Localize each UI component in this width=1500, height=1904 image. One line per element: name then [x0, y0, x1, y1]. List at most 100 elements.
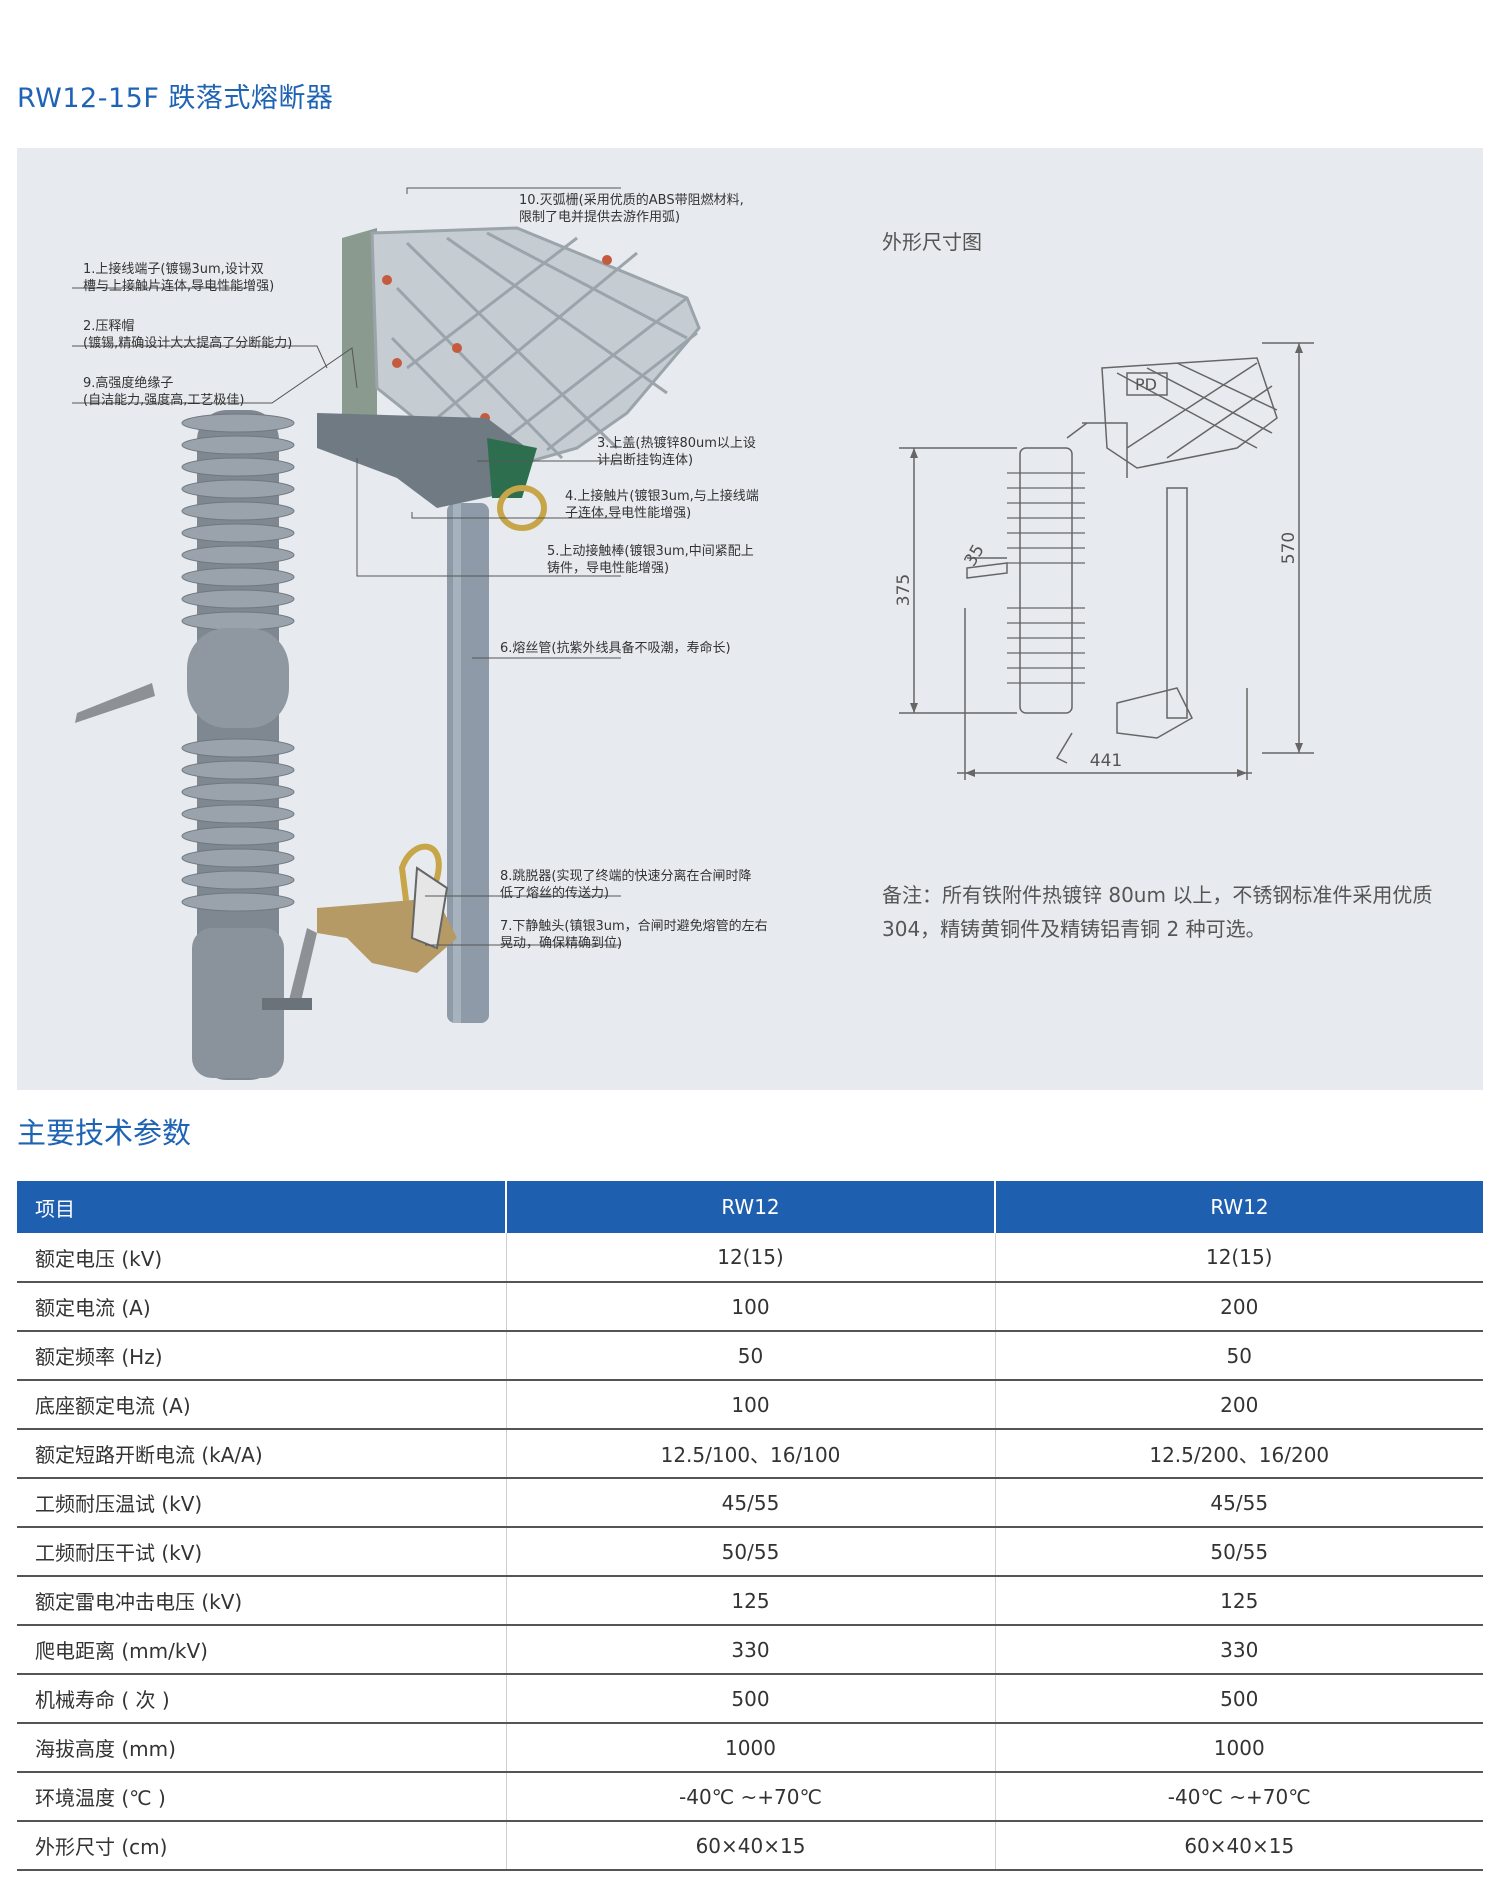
callout-contact-rod: 5.上动接触棒(镀银3um,中间紧配上 铸件，导电性能增强) — [547, 544, 754, 576]
param-value: 125 — [506, 1576, 996, 1626]
spec-table: 项目 RW12 RW12 额定电压 (kV)12(15)12(15)额定电流 (… — [17, 1181, 1483, 1871]
table-row: 环境温度 (℃ )-40℃ ~+70℃-40℃ ~+70℃ — [17, 1772, 1483, 1822]
insulator-shed — [181, 760, 295, 780]
param-label: 海拔高度 (mm) — [17, 1723, 507, 1773]
fuse-illustration: PD 375 35 570 441 — [72, 187, 1314, 1080]
insulator-shed — [181, 435, 295, 455]
param-value: 50/55 — [506, 1527, 996, 1577]
param-value: 50 — [506, 1331, 996, 1381]
param-value: 100 — [506, 1380, 996, 1430]
note-text: 备注：所有铁附件热镀锌 80um 以上，不锈钢标准件采用优质 304，精铸黄铜件… — [882, 883, 1433, 941]
param-value: -40℃ ~+70℃ — [506, 1772, 996, 1822]
insulator-shed — [181, 611, 295, 631]
param-value: 500 — [506, 1674, 996, 1724]
mounting-bracket — [75, 683, 155, 723]
callout-upper-terminal: 1.上接线端子(镀锡3um,设计双 槽与上接触片连体,导电性能增强) — [83, 262, 275, 294]
insulator-shed — [181, 457, 295, 477]
insulator-shed — [181, 804, 295, 824]
param-value: -40℃ ~+70℃ — [995, 1772, 1483, 1822]
callout-arc-chute: 10.灭弧栅(采用优质的ABS带阻燃材料, 限制了电并提供去游作用弧) — [519, 193, 744, 225]
page-title: RW12-15F 跌落式熔断器 — [17, 83, 334, 114]
callout-upper-cover: 3.上盖(热镀锌80um以上设 计启断挂钩连体) — [597, 436, 756, 468]
param-label: 额定频率 (Hz) — [17, 1331, 507, 1381]
param-value: 100 — [506, 1282, 996, 1332]
callout-trip-device: 8.跳脱器(实现了终端的快速分离在合闸时降 低了熔丝的传送力) — [500, 869, 752, 901]
param-value: 50 — [995, 1331, 1483, 1381]
insulator-shed — [181, 413, 295, 433]
pull-ring-upper — [497, 485, 547, 531]
param-value: 45/55 — [506, 1478, 996, 1528]
param-label: 额定电压 (kV) — [17, 1233, 507, 1283]
dim-cap-mark: PD — [1135, 375, 1157, 394]
param-label: 工频耐压温试 (kV) — [17, 1478, 507, 1528]
insulator-shed — [181, 738, 295, 758]
insulator-sheds — [181, 413, 295, 912]
insulator-shed — [181, 545, 295, 565]
param-value: 12.5/100、16/100 — [506, 1429, 996, 1479]
product-figure-panel: PD 375 35 570 441 10.灭弧栅(采用优质的ABS带阻燃材料, … — [17, 148, 1483, 1090]
dimension-title: 外形尺寸图 — [882, 230, 982, 254]
param-label: 底座额定电流 (A) — [17, 1380, 507, 1430]
insulator-shed — [181, 826, 295, 846]
param-value: 60×40×15 — [506, 1821, 996, 1871]
param-value: 500 — [995, 1674, 1483, 1724]
callout-lower-contact: 7.下静触头(镇银3um，合闸时避免熔管的左右 晃动，确保精确到位) — [500, 919, 768, 951]
insulator-shed — [181, 848, 295, 868]
callout-fuse-tube: 6.熔丝管(抗紫外线具备不吸潮，寿命长) — [500, 641, 731, 656]
param-label: 机械寿命 ( 次 ) — [17, 1674, 507, 1724]
param-label: 工频耐压干试 (kV) — [17, 1527, 507, 1577]
dim-width: 441 — [1090, 751, 1122, 771]
param-label: 额定短路开断电流 (kA/A) — [17, 1429, 507, 1479]
param-value: 45/55 — [995, 1478, 1483, 1528]
param-value: 330 — [506, 1625, 996, 1675]
header-item: 项目 — [17, 1181, 507, 1233]
insulator-shed — [181, 567, 295, 587]
param-value: 200 — [995, 1380, 1483, 1430]
insulator-shed — [181, 589, 295, 609]
spec-section-title: 主要技术参数 — [17, 1116, 192, 1150]
param-value: 60×40×15 — [995, 1821, 1483, 1871]
dimension-drawing — [899, 342, 1314, 780]
insulator-shed — [181, 782, 295, 802]
insulator-shed — [181, 870, 295, 890]
param-value: 200 — [995, 1282, 1483, 1332]
insulator-shed — [181, 501, 295, 521]
param-value: 330 — [995, 1625, 1483, 1675]
insulator-shed — [181, 892, 295, 912]
header-model-1: RW12 — [506, 1181, 996, 1233]
param-label: 环境温度 (℃ ) — [17, 1772, 507, 1822]
insulator-shed — [181, 479, 295, 499]
param-label: 外形尺寸 (cm) — [17, 1821, 507, 1871]
param-value: 1000 — [995, 1723, 1483, 1773]
callout-insulator: 9.高强度绝缘子 (自洁能力,强度高,工艺极佳) — [83, 376, 245, 408]
dim-height-left: 375 — [894, 574, 914, 606]
param-label: 额定电流 (A) — [17, 1282, 507, 1332]
upper-contact — [317, 413, 527, 508]
param-value: 12.5/200、16/200 — [995, 1429, 1483, 1479]
callout-upper-contact: 4.上接触片(镀银3um,与上接线端 子连体,导电性能增强) — [565, 489, 759, 521]
header-model-2: RW12 — [995, 1181, 1483, 1233]
param-label: 爬电距离 (mm/kV) — [17, 1625, 507, 1675]
callout-leaders — [72, 187, 621, 946]
param-value: 125 — [995, 1576, 1483, 1626]
param-value: 12(15) — [506, 1233, 996, 1283]
table-row: 额定电压 (kV)12(15)12(15) — [17, 1233, 1483, 1283]
param-value: 50/55 — [995, 1527, 1483, 1577]
callout-pressure-cap: 2.压释帽 (镀锡,精确设计大大提高了分断能力) — [83, 319, 293, 351]
spec-table-header: 项目 RW12 RW12 — [17, 1181, 1483, 1233]
param-label: 额定雷电冲击电压 (kV) — [17, 1576, 507, 1626]
dim-height-right: 570 — [1279, 532, 1299, 564]
insulator-shed — [181, 523, 295, 543]
